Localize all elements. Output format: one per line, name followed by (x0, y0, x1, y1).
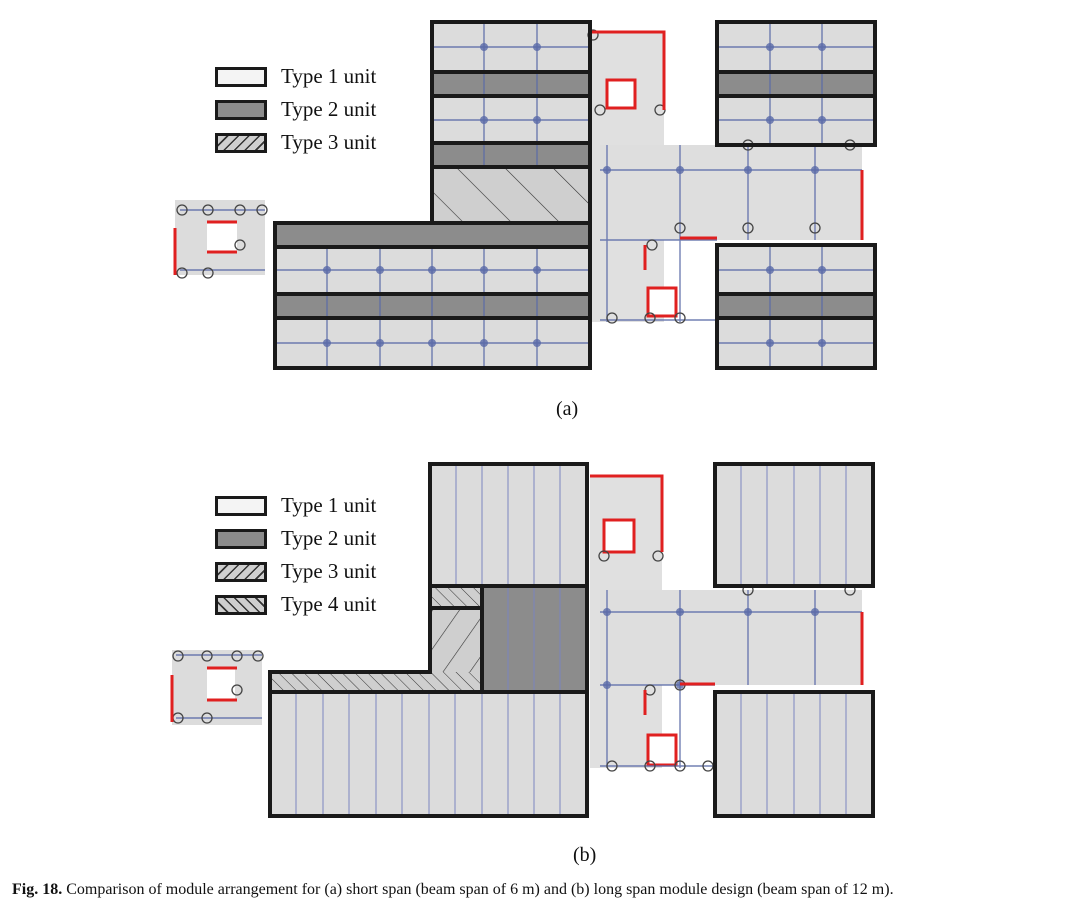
legend-item-type4: Type 4 unit (215, 592, 376, 617)
legend-swatch-type1 (215, 495, 267, 516)
legend-swatch-type3 (215, 132, 267, 153)
caption-text: Comparison of module arrangement for (a)… (66, 881, 894, 898)
legend-swatch-type2 (215, 528, 267, 549)
legend-swatch-type3 (215, 561, 267, 582)
legend-swatch-type1 (215, 66, 267, 87)
legend-label: Type 1 unit (281, 493, 377, 517)
panel-a-plan (173, 20, 877, 370)
stair-void (602, 518, 636, 554)
type2-unit (717, 72, 875, 96)
type2-unit (275, 223, 590, 247)
legend-label: Type 2 unit (281, 526, 377, 550)
panel-label-b: (b) (573, 844, 597, 866)
panel-label-a: (a) (556, 398, 579, 420)
type2-unit (717, 294, 875, 318)
legend-item-type3: Type 3 unit (215, 559, 376, 584)
legend-label: Type 2 unit (281, 97, 377, 121)
corridor-area (600, 590, 862, 685)
legend-swatch-type2 (215, 99, 267, 120)
type2-unit (432, 72, 590, 96)
caption-prefix: Fig. 18. (12, 881, 63, 898)
legend-label: Type 1 unit (281, 64, 377, 88)
legend-label: Type 4 unit (281, 592, 377, 616)
legend-swatch-type4 (215, 594, 267, 615)
stair-void (605, 78, 637, 110)
legend-label: Type 3 unit (281, 559, 377, 583)
legend-item-type1: Type 1 unit (215, 64, 376, 89)
legend-item-type3: Type 3 unit (215, 130, 376, 155)
figure-caption: Fig. 18. Comparison of module arrangemen… (12, 881, 1072, 899)
legend-item-type2: Type 2 unit (215, 526, 376, 551)
corridor-area (600, 145, 862, 240)
stair-void (646, 286, 678, 318)
type2-unit (432, 143, 590, 167)
legend-item-type1: Type 1 unit (215, 493, 376, 518)
legend-item-type2: Type 2 unit (215, 97, 376, 122)
legend-label: Type 3 unit (281, 130, 377, 154)
stair-void (646, 733, 678, 767)
panel-b-plan (170, 462, 875, 818)
